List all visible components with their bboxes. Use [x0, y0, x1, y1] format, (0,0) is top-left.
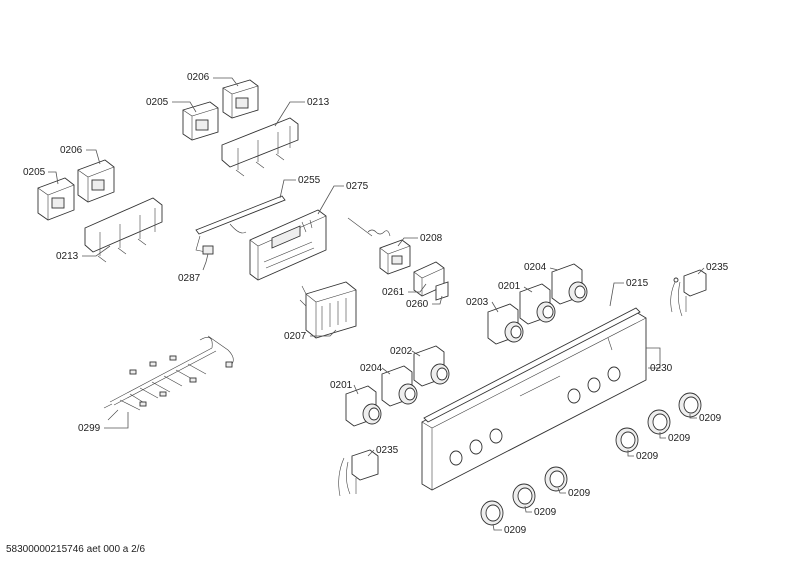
switch-0206-lower [77, 159, 115, 203]
label-0204-lower: 0204 [360, 363, 383, 374]
label-0209-a: 0209 [699, 413, 722, 424]
label-0202: 0202 [390, 346, 413, 357]
knob-ring-0209-b [647, 409, 671, 435]
label-0201-upper: 0201 [498, 281, 521, 292]
knob-ring-0209-e [512, 483, 536, 509]
part-0260 [435, 281, 449, 301]
label-0261: 0261 [382, 287, 405, 298]
label-0201-lower: 0201 [330, 380, 353, 391]
cable-0255 [195, 195, 286, 253]
connector-0287 [202, 245, 214, 255]
knob-ring-0209-d [544, 466, 568, 492]
label-0213-lower: 0213 [56, 251, 79, 262]
leader-lines [48, 77, 705, 531]
label-0206-lower: 0206 [60, 145, 83, 156]
rotary-switch-0202 [413, 345, 450, 387]
label-0205-upper: 0205 [146, 97, 169, 108]
label-0209-f: 0209 [504, 525, 527, 536]
rotary-switch-0201-lower [345, 385, 382, 427]
bracket-0213-upper [221, 117, 299, 177]
document-id-footer: 58300000215746 aet 000 a 2/6 [6, 544, 145, 555]
label-0230: 0230 [650, 363, 673, 374]
label-0235-right: 0235 [706, 262, 729, 273]
label-0205-lower: 0205 [23, 167, 46, 178]
rotary-switch-0204-upper [551, 263, 588, 305]
label-0203: 0203 [466, 297, 489, 308]
part-labels: 0206 0205 0213 0206 0205 0213 0255 0275 … [23, 72, 729, 536]
thermostat-0208 [347, 217, 411, 275]
label-0235-lower: 0235 [376, 445, 399, 456]
cable-0235-lower [338, 449, 379, 497]
front-panel-0230 [421, 307, 647, 491]
label-0206-upper: 0206 [187, 72, 210, 83]
knob-ring-0209-a [678, 392, 702, 418]
knob-ring-0209-f [480, 500, 504, 526]
rotary-switch-0203 [487, 303, 524, 345]
module-0275 [249, 209, 327, 281]
knob-ring-0209-c [615, 427, 639, 453]
rotary-switch-0201-upper [519, 283, 556, 325]
label-0275: 0275 [346, 181, 369, 192]
switch-0205-upper [182, 101, 219, 141]
label-0209-b: 0209 [668, 433, 691, 444]
cable-0235-right [670, 269, 707, 317]
switch-0206-upper [222, 79, 259, 119]
label-0209-d: 0209 [568, 488, 591, 499]
label-0255: 0255 [298, 175, 321, 186]
switch-0205-lower [37, 177, 75, 221]
label-0209-c: 0209 [636, 451, 659, 462]
label-0207: 0207 [284, 331, 307, 342]
label-0208: 0208 [420, 233, 443, 244]
label-0287: 0287 [178, 273, 201, 284]
label-0260: 0260 [406, 299, 429, 310]
rotary-switch-0204-lower [381, 365, 418, 407]
switch-block-0207 [299, 281, 357, 339]
label-0204-upper: 0204 [524, 262, 547, 273]
label-0215: 0215 [626, 278, 649, 289]
wiring-harness-0299 [103, 335, 234, 421]
label-0299: 0299 [78, 423, 101, 434]
label-0213-upper: 0213 [307, 97, 330, 108]
bracket-0213-lower [84, 197, 163, 263]
label-0209-e: 0209 [534, 507, 557, 518]
